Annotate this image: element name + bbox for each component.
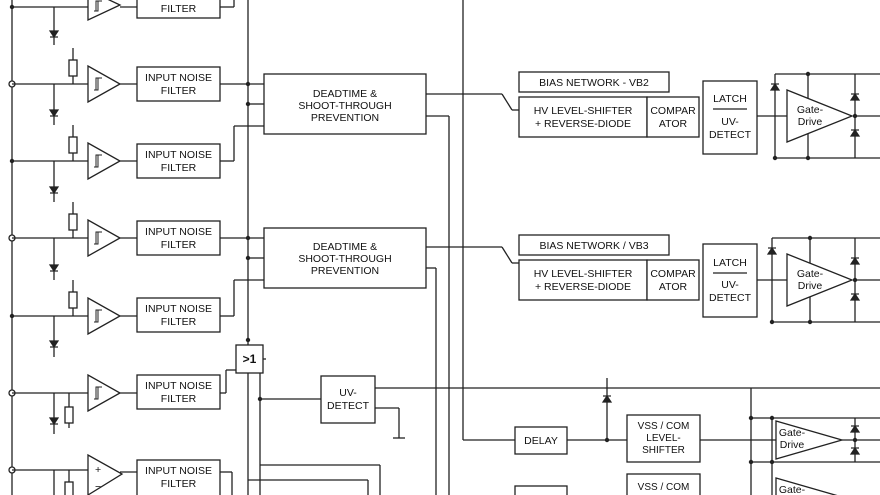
deadtime-label-1: DEADTIME & bbox=[313, 241, 377, 253]
uv-detect-label-2: DETECT bbox=[327, 400, 370, 412]
deadtime-label-3: PREVENTION bbox=[311, 265, 379, 277]
left-input-bus bbox=[8, 0, 16, 495]
uv-label-1: UV- bbox=[721, 279, 739, 291]
gate-drive-vb3 bbox=[786, 253, 854, 307]
filter-label-top: INPUT NOISE bbox=[145, 465, 212, 477]
comparator-label-2: ATOR bbox=[659, 118, 688, 130]
input-row-2: INPUT NOISE FILTER bbox=[12, 125, 221, 202]
gate-drive-label-1: Gate- bbox=[797, 104, 824, 116]
filter-label-top: INPUT NOISE bbox=[145, 380, 212, 392]
comparator-label-1: COMPAR bbox=[650, 105, 696, 117]
filter-label: FILTER bbox=[161, 3, 197, 15]
op-amp-minus: − bbox=[95, 481, 101, 493]
protection-diodes bbox=[48, 30, 60, 426]
uv-label-2: DETECT bbox=[709, 292, 752, 304]
filter-label-top: INPUT NOISE bbox=[145, 303, 212, 315]
hv-shifter-label-1: HV LEVEL-SHIFTER bbox=[534, 268, 633, 280]
filter-label-bottom: FILTER bbox=[161, 85, 197, 97]
delay-label: DELAY bbox=[524, 435, 558, 447]
deadtime-label-3: PREVENTION bbox=[311, 112, 379, 124]
clamp-diodes-vb2 bbox=[769, 82, 861, 137]
gate-drive-low-1 bbox=[775, 420, 845, 460]
low-side-section: DELAY VSS / COM LEVEL- SHIFTER VSS / COM… bbox=[514, 378, 880, 495]
hv-shifter-label-1: HV LEVEL-SHIFTER bbox=[534, 105, 633, 117]
filter-output-wiring bbox=[220, 0, 264, 495]
channel-vb2: BIAS NETWORK - VB2 HV LEVEL-SHIFTER + RE… bbox=[518, 71, 880, 161]
bias-network-vb2 bbox=[518, 71, 670, 93]
deadtime-block-2: DEADTIME & SHOOT-THROUGH PREVENTION bbox=[263, 227, 427, 289]
gate-drive-vb2 bbox=[786, 89, 854, 143]
uv-detect-label-1: UV- bbox=[339, 387, 357, 399]
op-amp-plus: + bbox=[95, 464, 101, 476]
delay-block bbox=[514, 426, 568, 455]
vss-com-level-shifter bbox=[626, 414, 701, 463]
hv-level-shifter-vb2 bbox=[518, 96, 648, 138]
deadtime-label-2: SHOOT-THROUGH bbox=[298, 253, 391, 265]
input-noise-filter-4 bbox=[136, 297, 221, 333]
input-noise-filter-3 bbox=[136, 220, 221, 256]
filter-label-bottom: FILTER bbox=[161, 162, 197, 174]
delay-block-2 bbox=[514, 485, 568, 495]
latch-uv-vb2 bbox=[702, 80, 758, 155]
input-row-0: FILTER bbox=[12, 0, 221, 45]
filter-label-top: INPUT NOISE bbox=[145, 72, 212, 84]
filter-label-bottom: FILTER bbox=[161, 393, 197, 405]
comparator-vb2 bbox=[646, 96, 700, 138]
comparator-vb3 bbox=[646, 259, 700, 301]
hv-level-shifter-vb3 bbox=[518, 259, 648, 301]
gate-drive-label-1: Gate- bbox=[797, 268, 824, 280]
latch-uv-vb3 bbox=[702, 243, 758, 318]
vss-shifter-label-2: LEVEL- bbox=[646, 433, 680, 444]
high-side-routing bbox=[426, 0, 519, 495]
filter-label-top: INPUT NOISE bbox=[145, 149, 212, 161]
bias-vb2-label: BIAS NETWORK - VB2 bbox=[539, 77, 649, 89]
clamp-diodes-vb3 bbox=[766, 246, 861, 301]
or-gate-label: >1 bbox=[243, 352, 257, 366]
vss-com-level-shifter-2 bbox=[626, 473, 701, 495]
gate-drive-label-1: Gate- bbox=[779, 484, 806, 495]
vss-shifter-label-1: VSS / COM bbox=[638, 421, 690, 432]
filter-label-top: INPUT NOISE bbox=[145, 226, 212, 238]
input-row-4: INPUT NOISE FILTER bbox=[12, 280, 221, 357]
deadtime-label-2: SHOOT-THROUGH bbox=[298, 100, 391, 112]
uv-detect-block: UV- DETECT bbox=[257, 358, 880, 495]
gate-drive-label-2: Drive bbox=[798, 280, 823, 292]
gate-drive-label-2: Drive bbox=[798, 116, 823, 128]
input-row-3: INPUT NOISE FILTER bbox=[12, 202, 221, 280]
uv-label-2: DETECT bbox=[709, 129, 752, 141]
input-row-6: + − INPUT NOISE FILTER bbox=[12, 453, 221, 495]
filter-label-bottom: FILTER bbox=[161, 239, 197, 251]
comparator-label-1: COMPAR bbox=[650, 268, 696, 280]
op-amp bbox=[87, 453, 124, 495]
latch-label: LATCH bbox=[713, 93, 747, 105]
vss-shifter-label-3: SHIFTER bbox=[642, 445, 685, 456]
input-noise-filter-2 bbox=[136, 143, 221, 179]
gate-drive-low-2 bbox=[775, 477, 838, 495]
bias-network-vb3 bbox=[518, 234, 670, 256]
schmitt-symbols bbox=[94, 0, 102, 400]
hv-shifter-label-2: + REVERSE-DIODE bbox=[535, 281, 631, 293]
vss-shifter-2-label: VSS / COM bbox=[638, 482, 690, 493]
channel-vb3: BIAS NETWORK / VB3 HV LEVEL-SHIFTER + RE… bbox=[518, 234, 880, 325]
input-noise-filter-6 bbox=[136, 459, 221, 495]
deadtime-label-1: DEADTIME & bbox=[313, 88, 377, 100]
comparator-label-2: ATOR bbox=[659, 281, 688, 293]
deadtime-block-1: DEADTIME & SHOOT-THROUGH PREVENTION bbox=[263, 73, 427, 135]
or-gate: >1 bbox=[235, 344, 264, 374]
hv-shifter-label-2: + REVERSE-DIODE bbox=[535, 118, 631, 130]
input-noise-filter-1 bbox=[136, 66, 221, 102]
gate-drive-label-1: Gate- bbox=[779, 427, 806, 439]
input-row-1: INPUT NOISE FILTER bbox=[12, 48, 221, 125]
latch-label: LATCH bbox=[713, 257, 747, 269]
input-row-5: INPUT NOISE FILTER bbox=[12, 373, 221, 434]
bias-vb3-label: BIAS NETWORK / VB3 bbox=[539, 240, 648, 252]
lower-routing bbox=[247, 373, 381, 495]
uv-label-1: UV- bbox=[721, 116, 739, 128]
gate-drive-label-2: Drive bbox=[780, 439, 805, 451]
filter-label-bottom: FILTER bbox=[161, 478, 197, 490]
filter-label-bottom: FILTER bbox=[161, 316, 197, 328]
input-noise-filter-5 bbox=[136, 374, 221, 410]
